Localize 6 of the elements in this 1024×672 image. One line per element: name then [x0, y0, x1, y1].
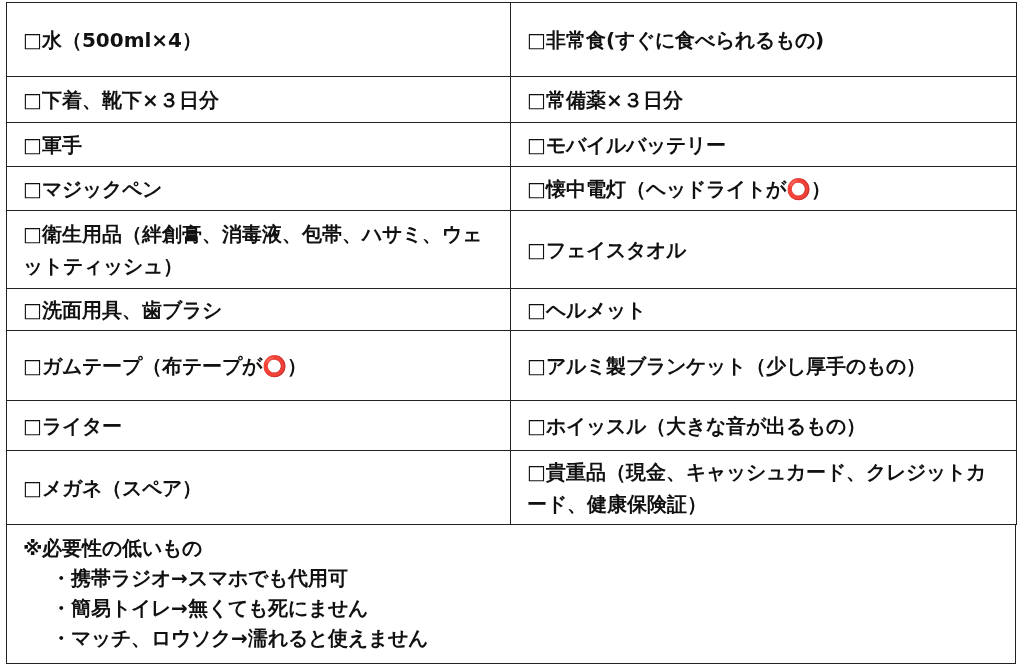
- note-item: ・携帯ラジオ→スマホでも代用可: [50, 565, 349, 592]
- table-cell: □水（500ml×4）: [6, 2, 511, 77]
- note-item: ・簡易トイレ→無くても死にません: [50, 595, 369, 622]
- table-cell: □非常食(すぐに食べられるもの): [510, 2, 1017, 77]
- note-item: ・マッチ、ロウソク→濡れると使えません: [50, 625, 429, 652]
- note-heading: ※必要性の低いもの: [23, 535, 204, 562]
